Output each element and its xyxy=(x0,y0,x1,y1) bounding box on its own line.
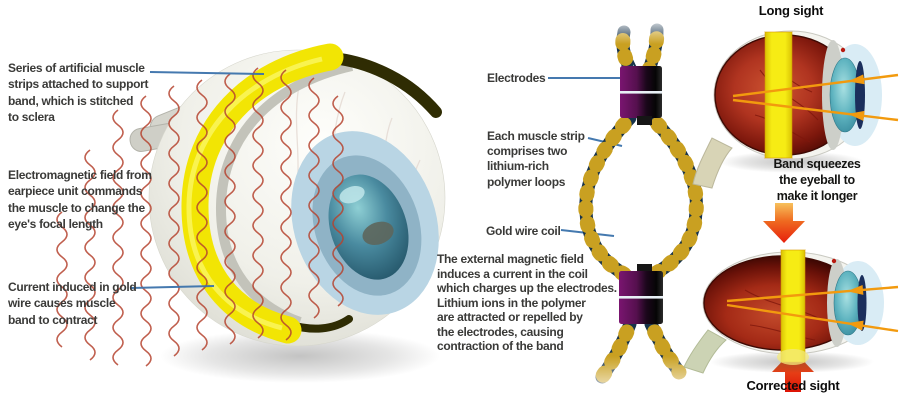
annotation-muscle-strips: Series of artificial muscle strips attac… xyxy=(8,61,149,125)
eyeball-shadow xyxy=(160,329,440,383)
band-dark-edge-top xyxy=(326,52,442,118)
eye-shadow xyxy=(720,151,864,173)
corrected-sight-eye xyxy=(683,249,899,374)
red-speck xyxy=(831,258,837,264)
title-corrected-sight: Corrected sight xyxy=(746,378,840,393)
light-rays xyxy=(732,73,899,122)
squeeze-band xyxy=(780,249,806,363)
squeeze-arrow-down xyxy=(763,203,805,243)
label-line-muscle-strips xyxy=(149,71,265,75)
squeeze-band xyxy=(764,31,793,159)
band-glow xyxy=(777,349,809,365)
annotation-mechanism: The external magnetic field induces a cu… xyxy=(437,252,617,353)
strip-fade-top xyxy=(596,16,684,44)
red-speck xyxy=(840,47,846,53)
label-line-current xyxy=(130,285,215,289)
optic-nerve xyxy=(683,329,727,374)
em-field-waves xyxy=(56,67,344,367)
pupil xyxy=(362,221,394,245)
annotation-muscle-strip: Each muscle strip comprises two lithium-… xyxy=(487,129,585,189)
electrode-bottom xyxy=(619,264,663,324)
ray-arrowhead xyxy=(848,74,865,121)
annotation-electrodes: Electrodes xyxy=(487,71,546,85)
light-rays xyxy=(726,285,899,333)
title-long-sight: Long sight xyxy=(758,3,824,18)
eyeball-illustration xyxy=(56,43,446,383)
annotation-current: Current induced in gold wire causes musc… xyxy=(8,280,137,327)
caption-band-squeeze: Band squeezes the eyeball to make it lon… xyxy=(773,157,861,203)
optic-nerve xyxy=(692,137,733,189)
strip-fade-bottom xyxy=(580,356,700,402)
muscle-strip-diagram xyxy=(580,16,700,402)
muscle-band-highlight xyxy=(186,56,323,331)
long-sight-eye xyxy=(692,30,899,189)
electrode-top xyxy=(620,66,662,125)
annotation-em-field: Electromagnetic field from earpiece unit… xyxy=(8,168,152,232)
iris-dome xyxy=(291,131,439,315)
ray-arrowhead xyxy=(847,284,864,331)
annotation-gold-wire: Gold wire coil xyxy=(486,224,561,238)
